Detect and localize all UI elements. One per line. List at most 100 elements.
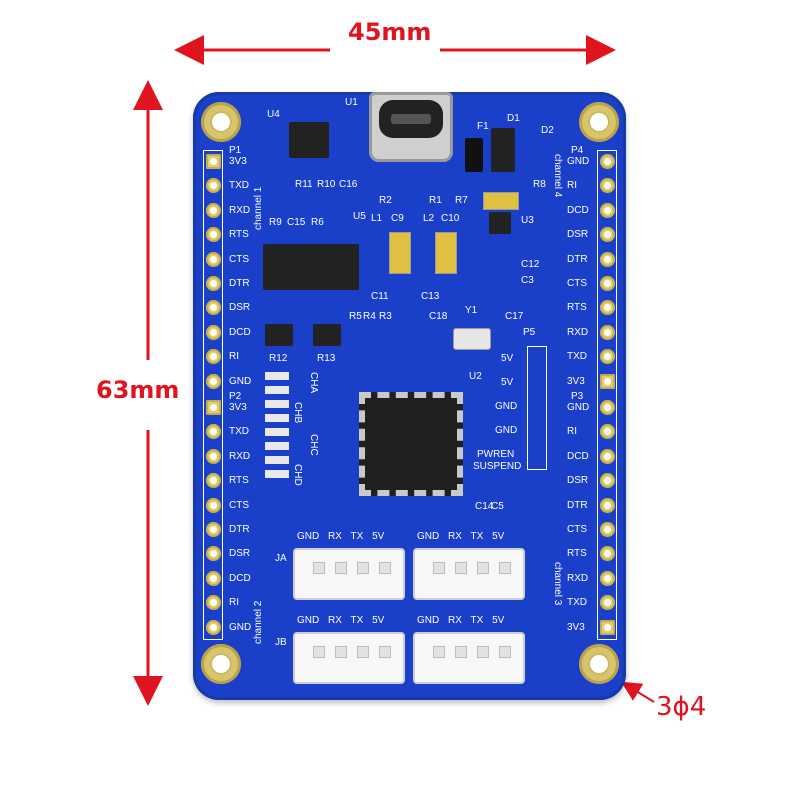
hole-label: 3ϕ4 [656, 692, 707, 722]
p3-pin-6 [600, 522, 615, 537]
r6-ref: R9 [269, 217, 282, 228]
p5-pin-label-3: GND [495, 401, 518, 412]
c15-cap [483, 192, 519, 210]
p4-pin-label-9: TXD [567, 351, 587, 363]
conn-2-5v: 5V [492, 531, 505, 542]
p3-pin-9 [600, 595, 615, 611]
mounting-hole-bottom-left [201, 644, 241, 684]
conn-1-5v: 5V [372, 531, 385, 542]
usb-c-connector [369, 92, 453, 162]
p1-pin-5 [206, 251, 221, 267]
p3-pin-2 [600, 424, 615, 440]
p1-pin-label-3: RXD [229, 204, 251, 216]
d1-ref: D1 [507, 113, 520, 124]
p1-pin-label-9: RI [229, 351, 239, 363]
p2-pin-label-9: RI [229, 597, 239, 609]
c18-ref: C18 [429, 311, 448, 322]
c11-ref: C11 [371, 291, 389, 302]
l1-inductor [389, 232, 411, 274]
r12-array [265, 324, 293, 346]
p3-pin-5 [600, 497, 615, 513]
status-led-column [265, 372, 289, 482]
p2-pin-label-3: RXD [229, 450, 251, 462]
p4-pin-label-6: CTS [567, 278, 587, 289]
p4-pin-label-1: GND [567, 156, 590, 167]
p4-ref: P4 [571, 145, 584, 156]
p4-pin-label-4: DSR [567, 229, 589, 241]
p1-pin-1 [206, 154, 221, 169]
r3-ref: R3 [379, 311, 392, 322]
c10-ref: C10 [441, 213, 460, 224]
p4-pin-label-10: 3V3 [567, 375, 585, 387]
r1-ref: R1 [429, 195, 442, 206]
conn-4-rx: RX [448, 615, 462, 626]
p1-pin-label-5: CTS [229, 253, 249, 265]
r10-ref: R10 [317, 179, 336, 190]
mounting-hole-top-left [201, 102, 241, 142]
r2-ref: R2 [379, 195, 392, 206]
conn-4-tx: TX [470, 615, 484, 626]
uart-connector-3 [293, 632, 405, 684]
p1-pin-label-4: RTS [229, 229, 249, 241]
p3-pin-label-10: 3V3 [567, 621, 585, 633]
conn-2-labels: GND RX TX 5V [417, 532, 504, 542]
p2-pin-1 [206, 400, 221, 415]
p2-pin-label-10: GND [229, 621, 252, 633]
p2-pin-label-1: 3V3 [229, 402, 247, 413]
suspend-label: SUSPEND [473, 461, 522, 472]
p4-pin-7 [600, 300, 615, 316]
p4-pin-10 [600, 373, 615, 389]
p1-pin-label-10: GND [229, 375, 252, 387]
r8-ref: R8 [533, 179, 546, 190]
p3-pin-10 [600, 619, 615, 635]
p2-pin-5 [206, 497, 221, 513]
usb-uart-board: P1 P2 P4 P3 channel 1 channel 2 channel … [193, 92, 626, 700]
u3-chip [489, 212, 511, 234]
p5-pin-label-2: 5V [501, 377, 514, 388]
p2-pin-label-8: DCD [229, 572, 251, 584]
channel-2-label: channel 2 [253, 600, 264, 644]
y1-ref: Y1 [465, 305, 478, 316]
p1-ref: P1 [229, 145, 242, 156]
p1-pin-label-1: 3V3 [229, 156, 247, 167]
p5-pin-label-4: GND [495, 425, 518, 436]
uart-connector-2 [413, 548, 525, 600]
p4-pin-5 [600, 251, 615, 267]
p2-pin-label-5: CTS [229, 499, 249, 511]
p1-pin-7 [206, 300, 221, 316]
p3-pin-label-6: CTS [567, 524, 587, 535]
led-label-chb: CHB [292, 402, 303, 424]
p3-pin-label-3: DCD [567, 450, 589, 462]
u5-ref: U5 [353, 211, 366, 222]
conn-3-rx: RX [328, 615, 342, 626]
conn-1-rx: RX [328, 531, 342, 542]
u4-ref: U4 [267, 109, 280, 120]
c3-ref: C3 [521, 275, 534, 286]
uart-connector-1 [293, 548, 405, 600]
p2-pin-4 [206, 473, 221, 489]
p2-pin-6 [206, 522, 221, 537]
p4-pin-3 [600, 202, 615, 218]
p3-ref: P3 [571, 391, 584, 402]
l1-ref: L1 [371, 213, 383, 224]
p5-pin-label-1: 5V [501, 353, 514, 364]
l2-inductor [435, 232, 457, 274]
p1-pin-10 [206, 373, 221, 389]
right-header-strip [597, 150, 617, 640]
width-label: 45mm [348, 18, 432, 46]
conn-3-5v: 5V [372, 615, 385, 626]
p1-pin-6 [206, 276, 221, 291]
p3-pin-label-4: DSR [567, 475, 589, 487]
p2-pin-8 [206, 570, 221, 586]
channel-1-label: channel 1 [253, 186, 264, 230]
channel-3-label: channel 3 [552, 562, 563, 606]
c5-ref: C5 [491, 501, 504, 512]
p2-pin-9 [206, 595, 221, 611]
c15-ref: R7 [455, 195, 468, 206]
conn-3-tx: TX [350, 615, 364, 626]
r12-ref: R12 [269, 353, 288, 364]
c14-ref: C14 [475, 501, 494, 512]
r11-ref: R11 [295, 179, 313, 190]
mounting-hole-top-right [579, 102, 619, 142]
u4-chip [289, 122, 329, 158]
